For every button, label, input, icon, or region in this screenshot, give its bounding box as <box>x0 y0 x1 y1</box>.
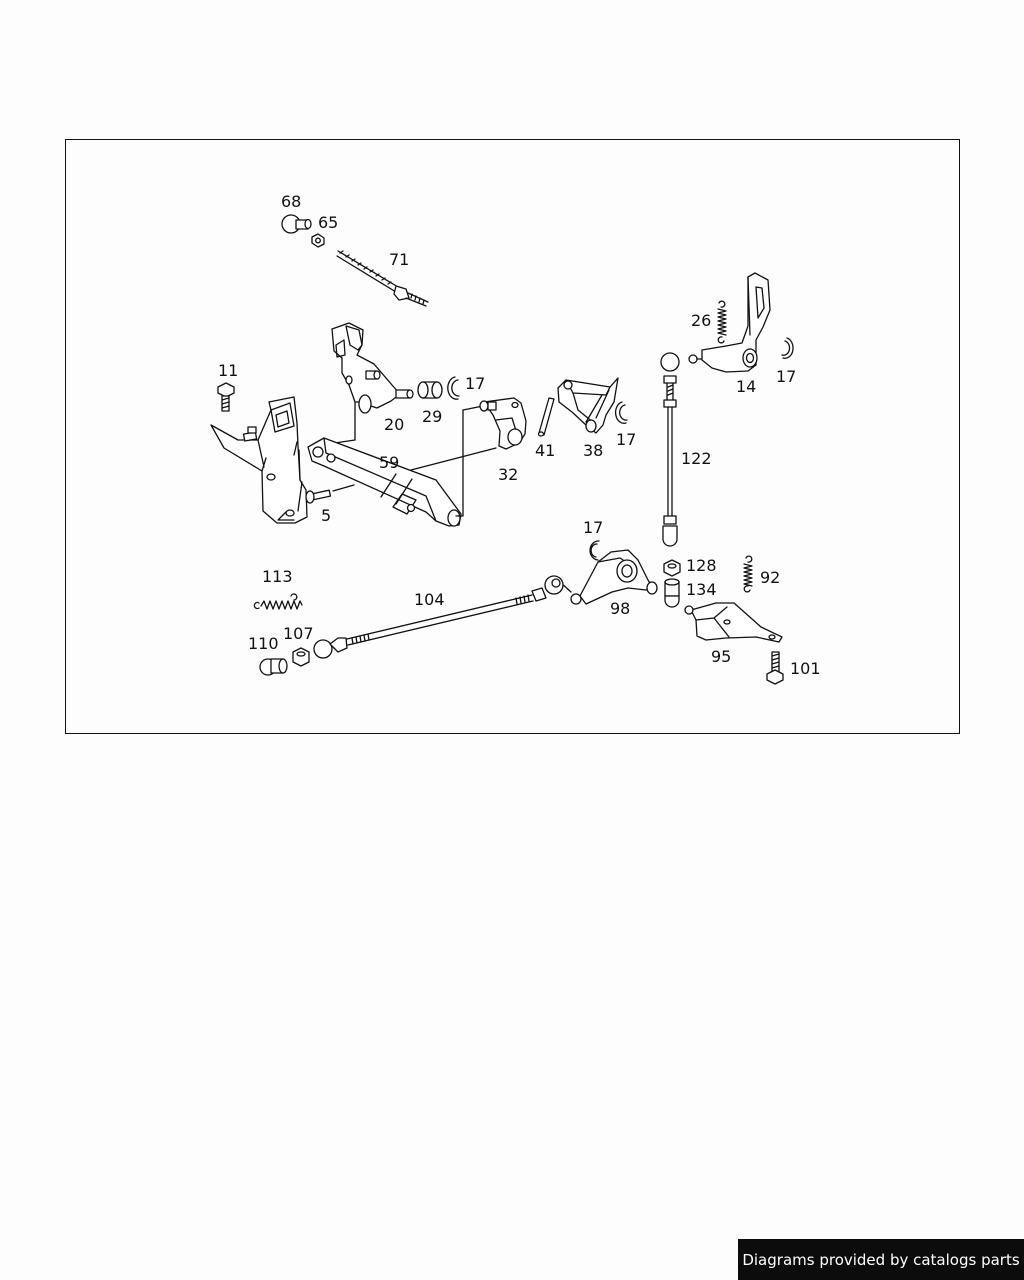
label-17d: 17 <box>583 518 603 537</box>
label-38: 38 <box>583 441 603 460</box>
part-122-drawing <box>660 352 680 547</box>
label-134: 134 <box>686 580 717 599</box>
label-113: 113 <box>262 567 293 586</box>
part-59-drawing <box>307 405 497 527</box>
label-17a: 17 <box>465 374 485 393</box>
label-17b: 17 <box>616 430 636 449</box>
part-110-drawing <box>259 658 288 676</box>
part-98-drawing <box>559 549 658 605</box>
label-41: 41 <box>535 441 555 460</box>
part-113-drawing <box>253 593 303 610</box>
part-5-drawing <box>210 396 355 524</box>
part-92-drawing <box>743 555 753 593</box>
label-26: 26 <box>691 311 711 330</box>
label-98: 98 <box>610 599 630 618</box>
label-104: 104 <box>414 590 445 609</box>
part-17c-drawing <box>781 337 794 359</box>
label-14: 14 <box>736 377 756 396</box>
part-14-drawing <box>688 272 771 373</box>
part-128-drawing <box>663 559 681 577</box>
label-29: 29 <box>422 407 442 426</box>
label-107: 107 <box>283 624 314 643</box>
label-110: 110 <box>248 634 279 653</box>
label-65: 65 <box>318 213 338 232</box>
part-29-drawing <box>417 381 443 399</box>
part-104-drawing <box>313 575 564 659</box>
label-11: 11 <box>218 361 238 380</box>
part-11-drawing <box>217 382 235 412</box>
label-122: 122 <box>681 449 712 468</box>
part-38-drawing <box>557 377 619 434</box>
label-68: 68 <box>281 192 301 211</box>
part-20-drawing <box>327 322 414 445</box>
part-65-drawing <box>311 233 325 248</box>
label-20: 20 <box>384 415 404 434</box>
exploded-parts-diagram: 68 65 71 11 20 29 17 59 32 41 38 17 5 26… <box>210 192 821 685</box>
part-17b-drawing <box>615 401 628 424</box>
label-5: 5 <box>321 506 331 525</box>
label-92: 92 <box>760 568 780 587</box>
part-41-drawing <box>537 397 555 437</box>
part-26-drawing <box>717 300 727 344</box>
part-107-drawing <box>292 647 310 667</box>
footer-credit-bar: Diagrams provided by catalogs parts <box>738 1239 1024 1280</box>
part-101-drawing <box>766 651 784 685</box>
part-17d-drawing <box>589 540 600 561</box>
label-101: 101 <box>790 659 821 678</box>
label-32: 32 <box>498 465 518 484</box>
label-17c: 17 <box>776 367 796 386</box>
part-134-drawing <box>664 578 680 608</box>
part-17a-drawing <box>447 376 460 400</box>
label-128: 128 <box>686 556 717 575</box>
part-71-drawing <box>336 250 429 307</box>
part-68-drawing <box>281 214 312 234</box>
label-59: 59 <box>379 453 399 472</box>
part-32-drawing <box>479 397 527 450</box>
parts-diagram-frame: 68 65 71 11 20 29 17 59 32 41 38 17 5 26… <box>65 139 960 734</box>
footer-credit-text: Diagrams provided by catalogs parts <box>742 1250 1020 1269</box>
label-71: 71 <box>389 250 409 269</box>
part-labels: 68 65 71 11 20 29 17 59 32 41 38 17 5 26… <box>218 192 821 678</box>
label-95: 95 <box>711 647 731 666</box>
part-95-drawing <box>684 602 783 643</box>
